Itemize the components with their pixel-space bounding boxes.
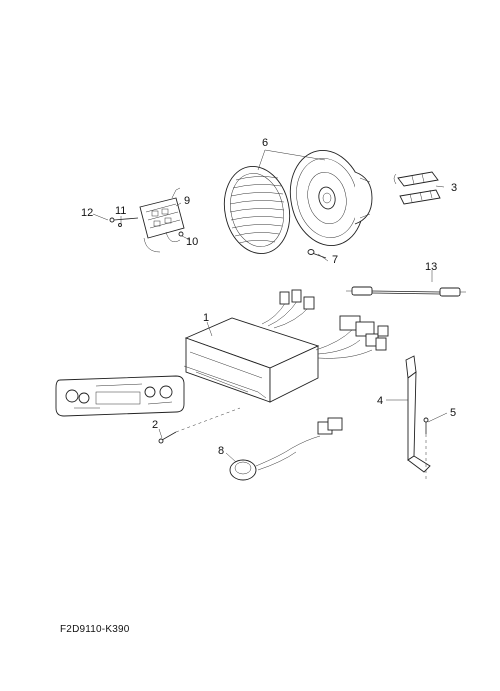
connection-cable	[346, 286, 466, 297]
diagram-code: F2D9110-K390	[60, 624, 130, 635]
callout-labels: 6 3 9 11 12 10 7 13 1 4 5 2 8	[81, 137, 457, 457]
callout-2: 2	[152, 419, 158, 431]
callout-7: 7	[332, 254, 338, 266]
mounting-strap	[405, 355, 431, 473]
callout-10: 10	[186, 236, 198, 248]
callout-9: 9	[184, 195, 190, 207]
remote-jack	[229, 417, 343, 481]
callout-1: 1	[203, 312, 209, 324]
callout-11: 11	[115, 205, 126, 217]
callout-6: 6	[262, 137, 268, 149]
stereo-chassis	[183, 289, 389, 403]
callout-4: 4	[377, 395, 383, 407]
callout-12: 12	[81, 207, 93, 219]
stereo-faceplate	[55, 375, 185, 417]
speaker-assembly	[223, 150, 373, 254]
amplifier-bracket	[109, 187, 185, 253]
speaker-screw	[307, 249, 327, 259]
leader-lines	[92, 149, 448, 463]
strap-screw	[423, 417, 429, 480]
callout-13: 13	[425, 261, 437, 273]
callout-5: 5	[450, 407, 456, 419]
callout-8: 8	[218, 445, 224, 457]
callout-3: 3	[451, 182, 457, 194]
wire-harness-clip	[393, 171, 441, 205]
chassis-screw	[158, 407, 241, 444]
